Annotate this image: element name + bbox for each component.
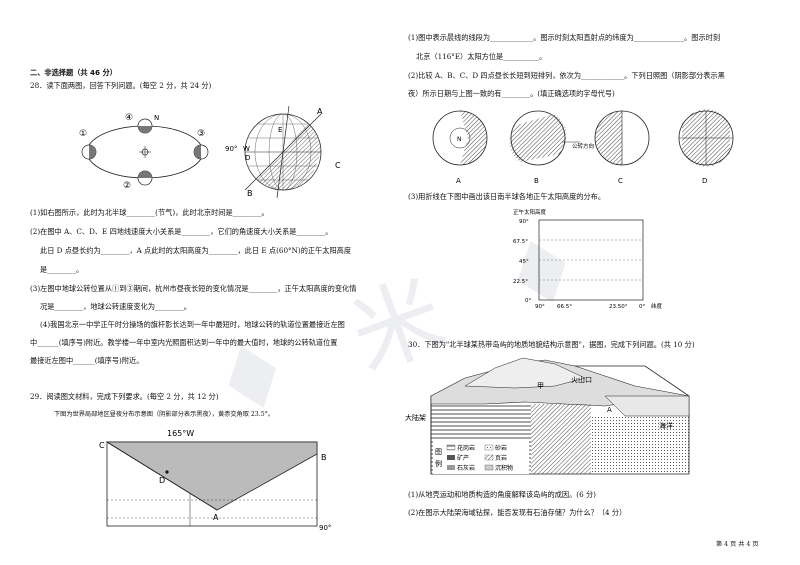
legend-title-2: 例 [435,459,442,468]
label-ocean: 海洋 [659,421,673,430]
q29-point-b: B [321,453,327,462]
q29-caption: 下图为世界局部地区昼夜分布示意图（阴影部分表示黑夜），黄赤交角取 23.5°。 [54,411,274,418]
option-c-label: C [618,177,623,185]
option-d-globe [678,109,734,167]
r-q30-2: (2)在图示大陆架海域钻探，能否发现有石油存储？为什么？（4 分） [408,508,627,517]
q28-p4a: (4)我国北京一中学正午时分操场的旗杆影长达到一年中最短时，地球公转的轨道位置最… [40,320,345,329]
graph-xtick-23: 23.50° [609,304,628,310]
r-q1a: (1)图中表示晨线的线段为____________。图示时刻太阳直射点的纬度为_… [408,33,721,42]
q28-p3b: 况是________，地球公转速度变化为________。 [40,302,191,311]
graph-ytick-67: 67.5° [513,239,528,245]
globe-label-w: W [243,145,250,153]
r-q1b: 北京（116°E）太阳方位是__________。 [416,52,547,61]
legend-ore: 矿产 [457,454,469,462]
globe-label-lat: 90° [225,145,237,153]
option-d-label: D [702,177,707,185]
graph-ytick-45: 45° [519,259,529,265]
q28-p4b: 中______(填序号)附近。教学楼一年中室内光照面积达到一年中的最大值时，地球… [30,338,338,347]
orbit-label-2: ② [123,181,131,191]
r-q3: (3)用折线在下图中画出该日南半球各地正午太阳高度的分布。 [408,192,606,201]
graph-xtick-66: 66.5° [557,304,572,310]
label-jia: 甲 [537,382,544,390]
graph-title: 正午太阳高度 [513,208,547,216]
graph-xtick-0: 0° [639,304,645,310]
section-title: 二、非选择题（共 46 分） [30,68,117,77]
legend-title-1: 图 [435,448,442,456]
option-a-label: A [456,177,461,185]
q28-p4c: 最接近左图中______(填序号)附近。 [30,356,144,365]
option-b-label: B [534,177,539,185]
r-q30-1: (1)从地壳运动和地质构造的角度解释该岛屿的成因。(6 分) [408,490,596,499]
graph-ytick-22: 22.5° [513,279,528,285]
graph-ytick-0: 0° [525,298,531,304]
svg-text:N: N [457,136,462,143]
option-a-globe: N [432,110,488,166]
orbit-diagram: ① ② ③ ④ N [79,113,209,191]
legend-sandstone: 砂岩 [495,444,507,452]
option-globes: N 公转方向 A B C D [432,109,734,185]
q29-intro: 29．阅读图文材料，完成下列要求。(每空 2 分，共 12 分) [30,392,219,401]
orbit-label-4: ④ [125,113,133,123]
q29-lat: 90° [319,524,331,532]
globe-label-a: A [317,107,323,116]
q28-p2a: (2)在图中 A、C、D、E 四地线速度大小关系是________，它们的角速度… [30,227,333,236]
legend-limestone: 石灰岩 [457,464,475,472]
q28-p2b: 此日 D 点昼长约为________，A 点此时的太阳高度为________，此… [40,246,352,255]
orbit-direction-label: 公转方向 [572,142,594,150]
page-footer: 第 4 页 共 4 页 [716,541,759,548]
q28-p3a: (3)左图中地球公转位置从①到③期间，杭州市昼夜长短的变化情况是________… [30,284,357,293]
q29-point-d: D [159,476,165,485]
label-shelf: 大陆架 [405,413,426,422]
legend-shale: 页岩 [495,454,507,462]
globe-diagram: A B C E W D 90° [225,105,341,198]
q29-point-a: A [213,513,219,522]
q28-intro: 28．读下面两图，回答下列问题。(每空 2 分，共 24 分) [30,81,212,90]
orbit-label-3: ③ [197,129,205,139]
globe-label-b: B [247,189,253,198]
graph-xunit: 纬度 [651,302,663,310]
legend-sediment: 沉积物 [495,464,513,472]
label-a: A [607,406,612,414]
label-crater: 火山口 [571,375,592,384]
globe-label-c: C [335,161,341,170]
sun-height-graph: 正午太阳高度 90° 67.5° 45° 22.5° 0° 90° 66.5° … [513,208,663,310]
geology-block-diagram: 大陆架 海洋 火山口 甲 A 图 例 花岗岩 砂岩 矿产 页岩 石灰岩 沉积物 [405,357,690,475]
graph-ytick-90: 90° [519,219,529,225]
r-q2a: (2)比较 A、B、C、D 四点昼长长短到短排列，依次为____________… [408,71,725,80]
legend-granite: 花岗岩 [457,444,475,452]
orbit-label-n: N [154,114,159,122]
graph-xtick-90: 90° [535,304,545,310]
q29-lon: 165°W [167,429,194,438]
globe-label-d: D [245,154,250,162]
q28-p2c: 是________。 [40,265,84,274]
q29-point-c: C [99,441,105,450]
option-c-globe [594,110,650,166]
q28-p1: (1)如右图所示，此时为北半球________(节气)，此时北京时间是_____… [30,208,269,217]
r-q30: 30．下图为"北半球某热带岛屿的地质地貌结构示意图"，据图，完成下列问题。(共 … [408,340,695,349]
orbit-label-1: ① [79,129,87,139]
option-b-globe: 公转方向 [509,110,594,166]
daynight-diagram: 165°W C B D A 90° [99,429,331,532]
globe-label-e: E [278,126,282,134]
r-q2b: 夜）所示日期与上图一致的有________。(填正确选项的字母代号) [408,89,615,98]
